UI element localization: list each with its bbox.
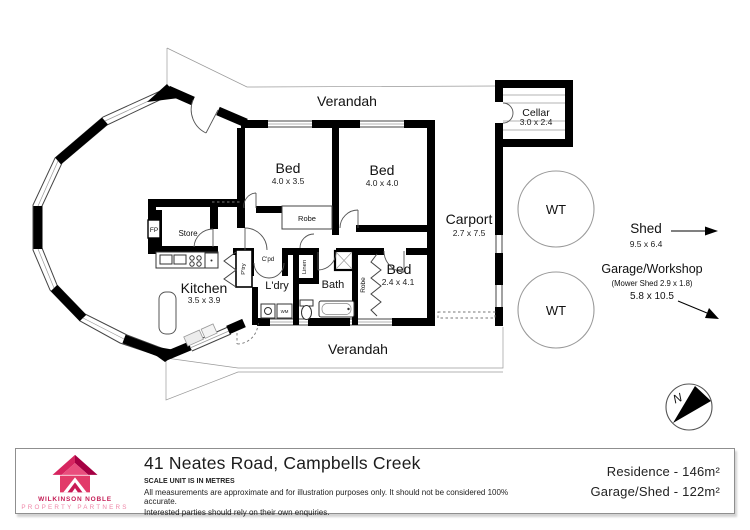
footer: WILKINSON NOBLE PROPERTY PARTNERS 41 Nea… (15, 448, 735, 517)
garage-arrow-icon (677, 300, 719, 319)
water-tank-2: WT (517, 271, 595, 349)
verandah-door-swing (236, 322, 259, 345)
cupboard-label: C'pd (262, 256, 275, 263)
water-tank-2-label: WT (546, 303, 566, 318)
residence-area: Residence - 146m² (606, 463, 720, 479)
bed1-dims: 4.0 x 3.5 (272, 176, 305, 186)
kitchen-label: Kitchen (181, 280, 228, 296)
kitchen-bench (183, 323, 218, 347)
bed2-label: Bed (370, 162, 395, 178)
agency-brand: WILKINSON NOBLE PROPERTY PARTNERS (16, 449, 134, 513)
toilet (299, 299, 314, 320)
garage-dims: 5.8 x 10.5 (630, 291, 674, 302)
bed1-label: Bed (276, 160, 301, 176)
washing-machine-label: WM (281, 309, 289, 314)
exterior-walls (164, 85, 435, 361)
bathtub (318, 300, 355, 318)
verandah-top-outline (166, 47, 498, 88)
property-address: 41 Neates Road, Campbells Creek (144, 453, 421, 473)
bath-label: Bath (322, 279, 345, 291)
robe-bed3: Robe (360, 253, 382, 317)
fireplace: FP (147, 219, 161, 239)
laundry-label: L'dry (265, 280, 289, 292)
kitchen-appliances (155, 251, 219, 269)
verandah-bottom-label: Verandah (328, 341, 388, 357)
carport-label: Carport (446, 211, 493, 227)
garage-label: Garage/Workshop (601, 262, 702, 276)
agency-house-logo-icon (52, 454, 98, 492)
compass-icon: N (665, 383, 713, 431)
robe-bed1: Robe (281, 205, 333, 230)
water-tank-1: WT (517, 170, 595, 248)
linen-closet: Linen (299, 233, 315, 274)
bed3-label: Bed (387, 261, 412, 277)
cellar-dims: 3.0 x 2.4 (520, 117, 553, 127)
window (270, 318, 308, 326)
interior-doors (193, 192, 405, 273)
disclaimer-line-2: Interested parties should rely on their … (144, 508, 330, 517)
store-label: Store (178, 229, 198, 238)
scale-note: SCALE UNIT IS IN METRES (144, 478, 235, 485)
bed2-dims: 4.0 x 4.0 (366, 178, 399, 188)
carport-wall (437, 147, 503, 326)
cellar-label: Cellar (522, 107, 550, 119)
cupboard: C'pd (253, 256, 285, 279)
carport-dims: 2.7 x 7.5 (453, 228, 486, 238)
verandah-bottom-outline (165, 327, 504, 401)
fireplace-label: FP (150, 227, 158, 234)
shed-label: Shed (630, 221, 662, 236)
water-tank-1-label: WT (546, 202, 566, 217)
area-summary: Residence - 146m² Garage/Shed - 122m² (535, 449, 734, 513)
linen-label: Linen (302, 260, 308, 274)
pantry: P'try (223, 249, 253, 288)
kitchen-dims: 3.5 x 3.9 (188, 295, 221, 305)
entry-door (190, 99, 219, 134)
garage-shed-area: Garage/Shed - 122m² (590, 483, 720, 499)
shed-arrow-icon (671, 226, 718, 236)
laundry-fixtures: WM (260, 303, 293, 319)
kitchen-island (158, 291, 177, 335)
shed-dims: 9.5 x 6.4 (630, 239, 663, 249)
agency-name: WILKINSON NOBLE (38, 495, 112, 503)
window (268, 120, 312, 128)
agency-tagline: PROPERTY PARTNERS (21, 503, 129, 511)
garage-annotation: Garage/Workshop (Mower Shed 2.9 x 1.8) 5… (601, 262, 719, 319)
bed3-dims: 2.4 x 4.1 (382, 277, 415, 287)
garage-sub: (Mower Shed 2.9 x 1.8) (611, 279, 692, 288)
bath-fixtures (299, 249, 355, 320)
shed-annotation: Shed 9.5 x 6.4 (630, 221, 718, 249)
cellar: Cellar 3.0 x 2.4 (495, 80, 573, 147)
floorplan-drawing: FP Robe P'try C'pd Linen WM (32, 47, 719, 431)
window (360, 120, 404, 128)
disclaimer-line-1: All measurements are approximate and for… (144, 487, 509, 506)
verandah-top-label: Verandah (317, 93, 377, 109)
robe-bed3-label: Robe (360, 277, 367, 293)
robe-bed1-label: Robe (298, 214, 316, 223)
pantry-label: P'try (241, 263, 247, 275)
